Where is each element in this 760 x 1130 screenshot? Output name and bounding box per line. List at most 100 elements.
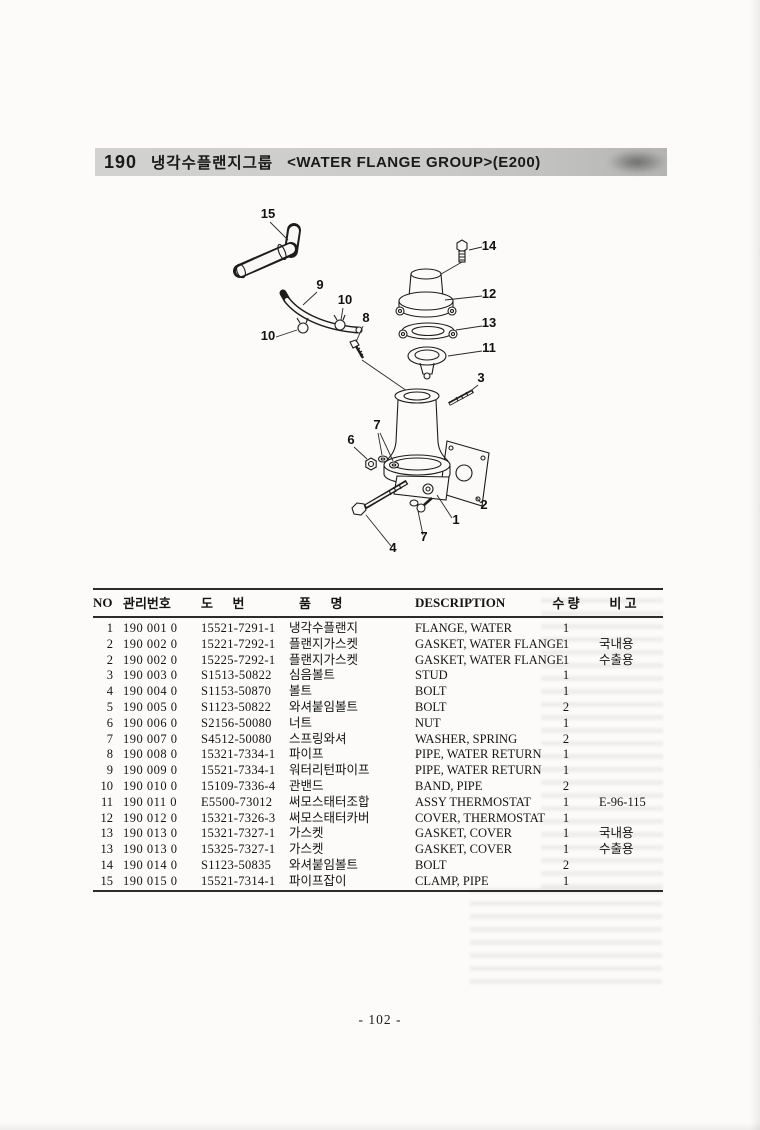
callout-leader-line	[365, 514, 392, 547]
cell-remark	[583, 858, 663, 874]
cell-mgmt-no: 190 004 0	[123, 684, 178, 699]
cell-qty: 1	[562, 763, 570, 778]
section-header-bar: 190 냉각수플랜지그룹 <WATER FLANGE GROUP>(E200)	[95, 148, 667, 176]
part-2-cover-plate	[439, 440, 490, 507]
scan-smudge	[608, 150, 666, 174]
header-remark: 비 고	[583, 589, 663, 618]
cell-qty: 1	[562, 621, 570, 635]
cell-drawing-no: 15521-7291-1	[201, 621, 276, 635]
callout-label: 3	[477, 370, 484, 385]
callout-label: 10	[261, 328, 275, 343]
cell-remark	[583, 747, 663, 763]
cell-mgmt-no: 190 013 0	[123, 826, 178, 841]
cell-name-kr: 써모스태터카버	[289, 810, 370, 825]
cell-mgmt-no: 190 008 0	[123, 747, 178, 762]
cell-no: 2	[106, 636, 113, 651]
cell-name-kr: 와셔붙임볼트	[289, 699, 359, 714]
cell-name-kr: 플랜지가스켓	[289, 636, 359, 651]
page-number: - 102 -	[358, 1012, 402, 1027]
cell-mgmt-no: 190 012 0	[123, 810, 178, 825]
header-drawing-no: 도 번	[201, 589, 289, 618]
callout-leader-line	[355, 325, 364, 343]
cell-no: 8	[106, 747, 113, 762]
cell-mgmt-no: 190 009 0	[123, 763, 178, 778]
cell-drawing-no: S1153-50870	[201, 684, 272, 699]
cell-name-kr: 냉각수플랜지	[289, 621, 359, 635]
cell-drawing-no: 15321-7327-1	[201, 826, 276, 841]
cell-mgmt-no: 190 003 0	[123, 668, 178, 683]
cell-description: GASKET, COVER	[415, 842, 512, 857]
cell-name-kr: 가스켓	[289, 842, 324, 857]
cell-mgmt-no: 190 013 0	[123, 842, 178, 857]
header-mgmt-no: 관리번호	[119, 589, 201, 618]
cell-description: WASHER, SPRING	[415, 731, 518, 746]
bleed-through-artifact	[470, 888, 662, 988]
cell-description: PIPE, WATER RETURN	[415, 747, 542, 762]
cell-no: 3	[106, 668, 113, 683]
cell-no: 9	[106, 763, 113, 778]
cell-remark	[583, 811, 663, 827]
cell-qty: 1	[562, 810, 570, 825]
cell-drawing-no: 15221-7292-1	[201, 636, 276, 651]
callout-leader-line	[475, 496, 482, 504]
callout-leader-line	[468, 246, 483, 251]
callout-leader-line	[417, 510, 424, 536]
cell-qty: 1	[562, 794, 570, 809]
callout-label: 15	[261, 206, 275, 221]
cell-drawing-no: S1123-50822	[201, 699, 272, 714]
cell-drawing-no: S1513-50822	[201, 668, 272, 683]
cell-no: 7	[106, 731, 113, 746]
section-title-korean: 냉각수플랜지그룹	[151, 155, 274, 172]
part-8-pipe-screw	[349, 339, 365, 359]
cell-qty: 1	[562, 668, 570, 683]
cell-no: 6	[106, 715, 113, 730]
cell-qty: 1	[562, 652, 570, 667]
cell-drawing-no: S2156-50080	[201, 715, 272, 730]
cell-remark	[583, 668, 663, 684]
cell-remark: E-96-115	[599, 794, 646, 809]
callout-leader-line	[436, 494, 453, 519]
cell-drawing-no: S4512-50080	[201, 731, 272, 746]
callout-label: 7	[373, 417, 380, 432]
cell-mgmt-no: 190 006 0	[123, 715, 178, 730]
header-no: NO	[93, 589, 119, 618]
part-13-cover-gasket	[398, 322, 458, 340]
callout-label: 13	[482, 315, 496, 330]
cell-drawing-no: S1123-50835	[201, 857, 272, 872]
cell-qty: 1	[562, 826, 570, 841]
cell-description: BAND, PIPE	[415, 778, 483, 793]
section-title-english: <WATER FLANGE GROUP>(E200)	[287, 153, 541, 171]
cell-mgmt-no: 190 010 0	[123, 778, 178, 793]
cell-no: 13	[100, 842, 114, 857]
callout-label: 8	[362, 310, 369, 325]
part-10-pipe-band-right	[333, 314, 346, 331]
cell-description: BOLT	[415, 684, 447, 699]
cell-name-kr: 와셔붙임볼트	[289, 857, 359, 872]
cell-name-kr: 가스켓	[289, 826, 324, 841]
callout-label: 14	[482, 238, 497, 253]
cell-no: 13	[100, 826, 114, 841]
cell-qty: 1	[562, 747, 570, 762]
cell-name-kr: 써모스태터조합	[289, 794, 370, 809]
cell-name-kr: 파이프잡이	[289, 873, 347, 888]
cell-name-kr: 관밴드	[289, 778, 324, 793]
cell-no: 11	[100, 794, 113, 809]
cell-qty: 1	[562, 715, 570, 730]
callout-leader-line	[447, 350, 483, 357]
cell-drawing-no: 15225-7292-1	[201, 652, 276, 667]
part-12-thermostat-cover	[395, 268, 457, 318]
cell-mgmt-no: 190 015 0	[123, 873, 178, 888]
cell-name-kr: 플랜지가스켓	[289, 652, 359, 667]
cell-qty: 1	[562, 636, 570, 651]
callout-leader-line	[353, 446, 368, 460]
